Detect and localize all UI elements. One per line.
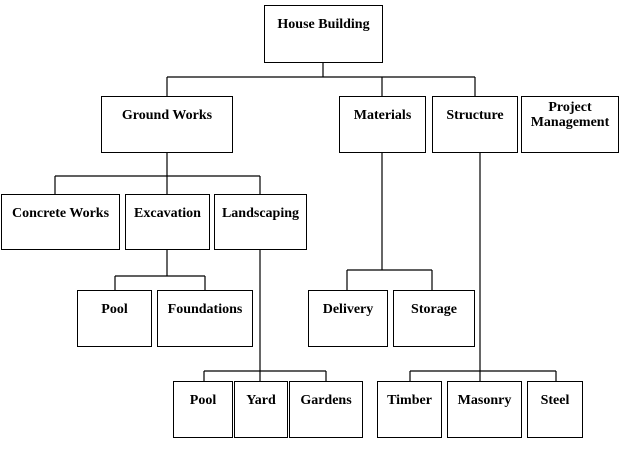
node-yard-label: Yard <box>246 393 276 408</box>
node-foundations-label: Foundations <box>167 302 243 317</box>
node-house-building: House Building <box>264 5 383 63</box>
node-excavation-label: Excavation <box>134 206 201 221</box>
node-project-management: Project Management <box>521 96 619 153</box>
node-materials: Materials <box>339 96 426 153</box>
node-foundations: Foundations <box>157 290 253 347</box>
node-gardens: Gardens <box>289 381 363 438</box>
node-pool-excavation: Pool <box>77 290 152 347</box>
node-concrete-works-label: Concrete Works <box>11 206 110 221</box>
node-ground-works-label: Ground Works <box>121 108 213 123</box>
node-landscaping-label: Landscaping <box>221 206 300 221</box>
node-delivery: Delivery <box>308 290 388 347</box>
node-storage-label: Storage <box>411 302 457 317</box>
node-storage: Storage <box>393 290 475 347</box>
node-project-management-label: Project Management <box>530 100 610 130</box>
node-concrete-works: Concrete Works <box>1 194 120 250</box>
node-pool-landscaping: Pool <box>173 381 233 438</box>
node-masonry: Masonry <box>447 381 522 438</box>
node-structure-label: Structure <box>446 108 504 123</box>
node-steel: Steel <box>527 381 583 438</box>
node-house-building-label: House Building <box>277 17 370 32</box>
node-landscaping: Landscaping <box>214 194 307 250</box>
node-structure: Structure <box>432 96 518 153</box>
node-materials-label: Materials <box>353 108 412 123</box>
node-masonry-label: Masonry <box>457 393 512 408</box>
node-steel-label: Steel <box>540 393 570 408</box>
node-timber-label: Timber <box>387 393 432 408</box>
node-pool-excavation-label: Pool <box>101 302 128 317</box>
node-excavation: Excavation <box>125 194 210 250</box>
node-delivery-label: Delivery <box>322 302 374 317</box>
node-gardens-label: Gardens <box>300 393 352 408</box>
node-ground-works: Ground Works <box>101 96 233 153</box>
node-timber: Timber <box>377 381 442 438</box>
node-pool-landscaping-label: Pool <box>189 393 217 408</box>
node-yard: Yard <box>234 381 288 438</box>
